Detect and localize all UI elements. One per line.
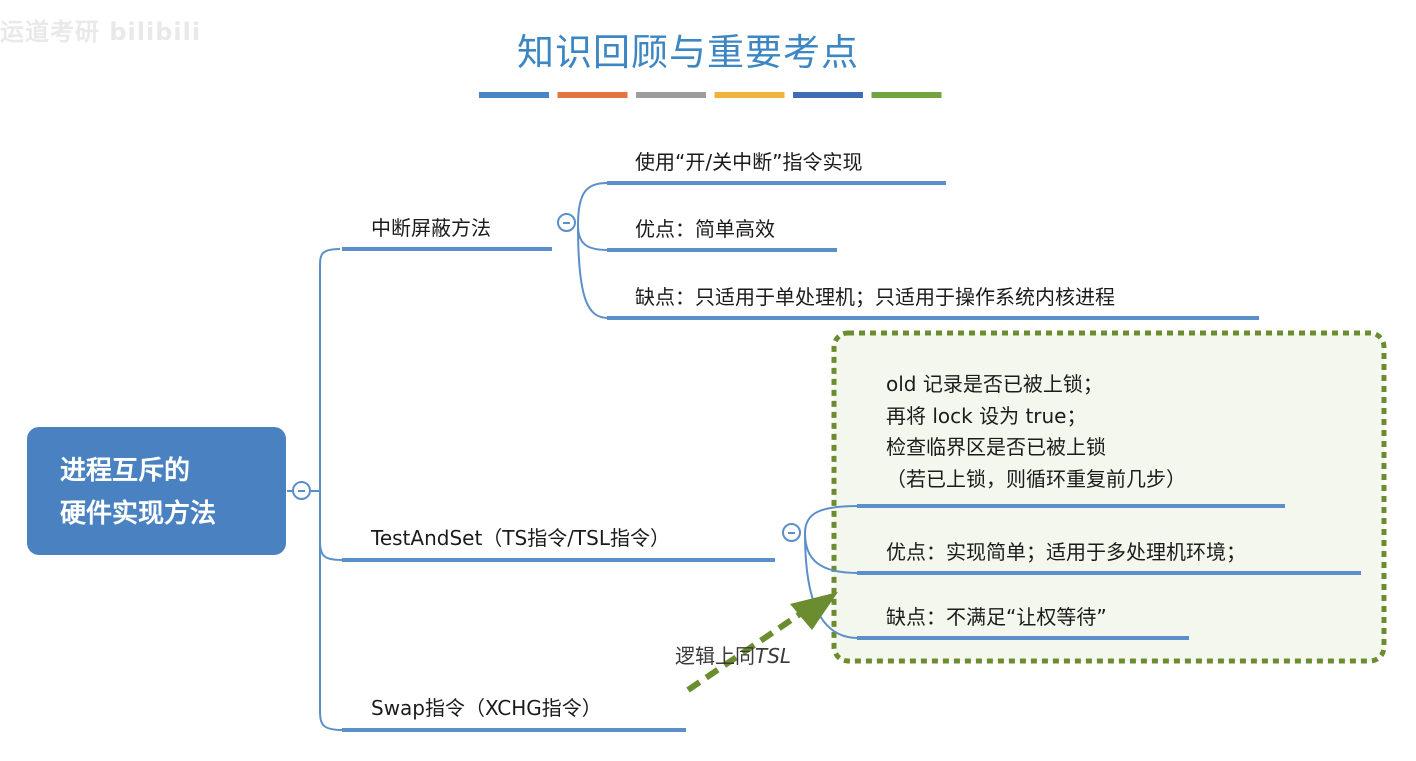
swap-note-prefix: 逻辑上同 [675, 644, 755, 668]
root-collapse-icon[interactable] [292, 481, 311, 500]
swap-note-tsl: TSL [755, 644, 792, 668]
title-color-bar [557, 92, 628, 98]
ts-desc-line-1: old 记录是否已被上锁； [886, 372, 1103, 396]
root-node[interactable] [27, 427, 286, 555]
root-node-line-2: 硬件实现方法 [60, 499, 217, 529]
node-swap[interactable]: Swap指令（XCHG指令） [371, 696, 602, 720]
node-testandset[interactable]: TestAndSet（TS指令/TSL指令） [371, 526, 670, 550]
swap-to-ts-arrow [686, 611, 802, 693]
swap-to-ts-arrowhead [790, 592, 838, 630]
ts-desc-line-4: （若已上锁，则循环重复前几步） [886, 466, 1186, 491]
branch-interrupt-1 [577, 182, 609, 226]
swap-relation-note: 逻辑上同TSL [675, 640, 791, 669]
root-branch-ts [319, 540, 343, 561]
node-interrupt[interactable]: 中断屏蔽方法 [371, 216, 491, 240]
underline-testandset [342, 558, 775, 562]
branch-ts-1 [804, 505, 859, 534]
title-color-bar [871, 92, 942, 98]
ts-desc-line-3: 检查临界区是否已被上锁 [886, 435, 1106, 459]
underline-interrupt [342, 247, 552, 251]
underline-ts-child-2 [857, 571, 1361, 575]
testandset-collapse-icon[interactable] [782, 523, 801, 542]
watermark: 运道考研 bilibili [0, 18, 202, 46]
underline-interrupt-child-3 [607, 316, 1259, 320]
title-color-bar [636, 92, 706, 98]
ts-desc-line-2: 再将 lock 设为 true； [886, 403, 1087, 428]
branch-interrupt-2 [577, 224, 609, 251]
underline-ts-child-1 [857, 504, 1285, 508]
title-color-bars [479, 92, 942, 98]
node-testandset-pro[interactable]: 优点：实现简单；适用于多处理机环境； [886, 540, 1246, 564]
node-testandset-con[interactable]: 缺点：不满足“让权等待” [886, 605, 1107, 629]
root-node-label: 进程互斥的 硬件实现方法 [60, 450, 216, 536]
root-node-line-1: 进程互斥的 [60, 456, 191, 486]
node-interrupt-child-3[interactable]: 缺点：只适用于单处理机；只适用于操作系统内核进程 [635, 285, 1115, 309]
page-title: 知识回顾与重要考点 [517, 31, 859, 74]
node-interrupt-child-2[interactable]: 优点：简单高效 [635, 217, 775, 241]
interrupt-collapse-icon[interactable] [557, 213, 576, 232]
node-testandset-desc[interactable]: old 记录是否已被上锁； 再将 lock 设为 true； 检查临界区是否已被… [886, 369, 1186, 495]
title-color-bar [479, 92, 549, 98]
root-trunk [319, 248, 343, 731]
underline-interrupt-child-2 [607, 248, 837, 252]
underline-ts-child-3 [857, 636, 1189, 640]
title-color-bar [793, 92, 863, 98]
dotted-highlight-box [831, 330, 1387, 664]
branch-interrupt-3 [577, 224, 609, 319]
title-color-bar [714, 92, 785, 98]
underline-interrupt-child-1 [607, 181, 946, 185]
node-interrupt-child-1[interactable]: 使用“开/关中断”指令实现 [635, 150, 863, 174]
underline-swap [342, 728, 686, 732]
